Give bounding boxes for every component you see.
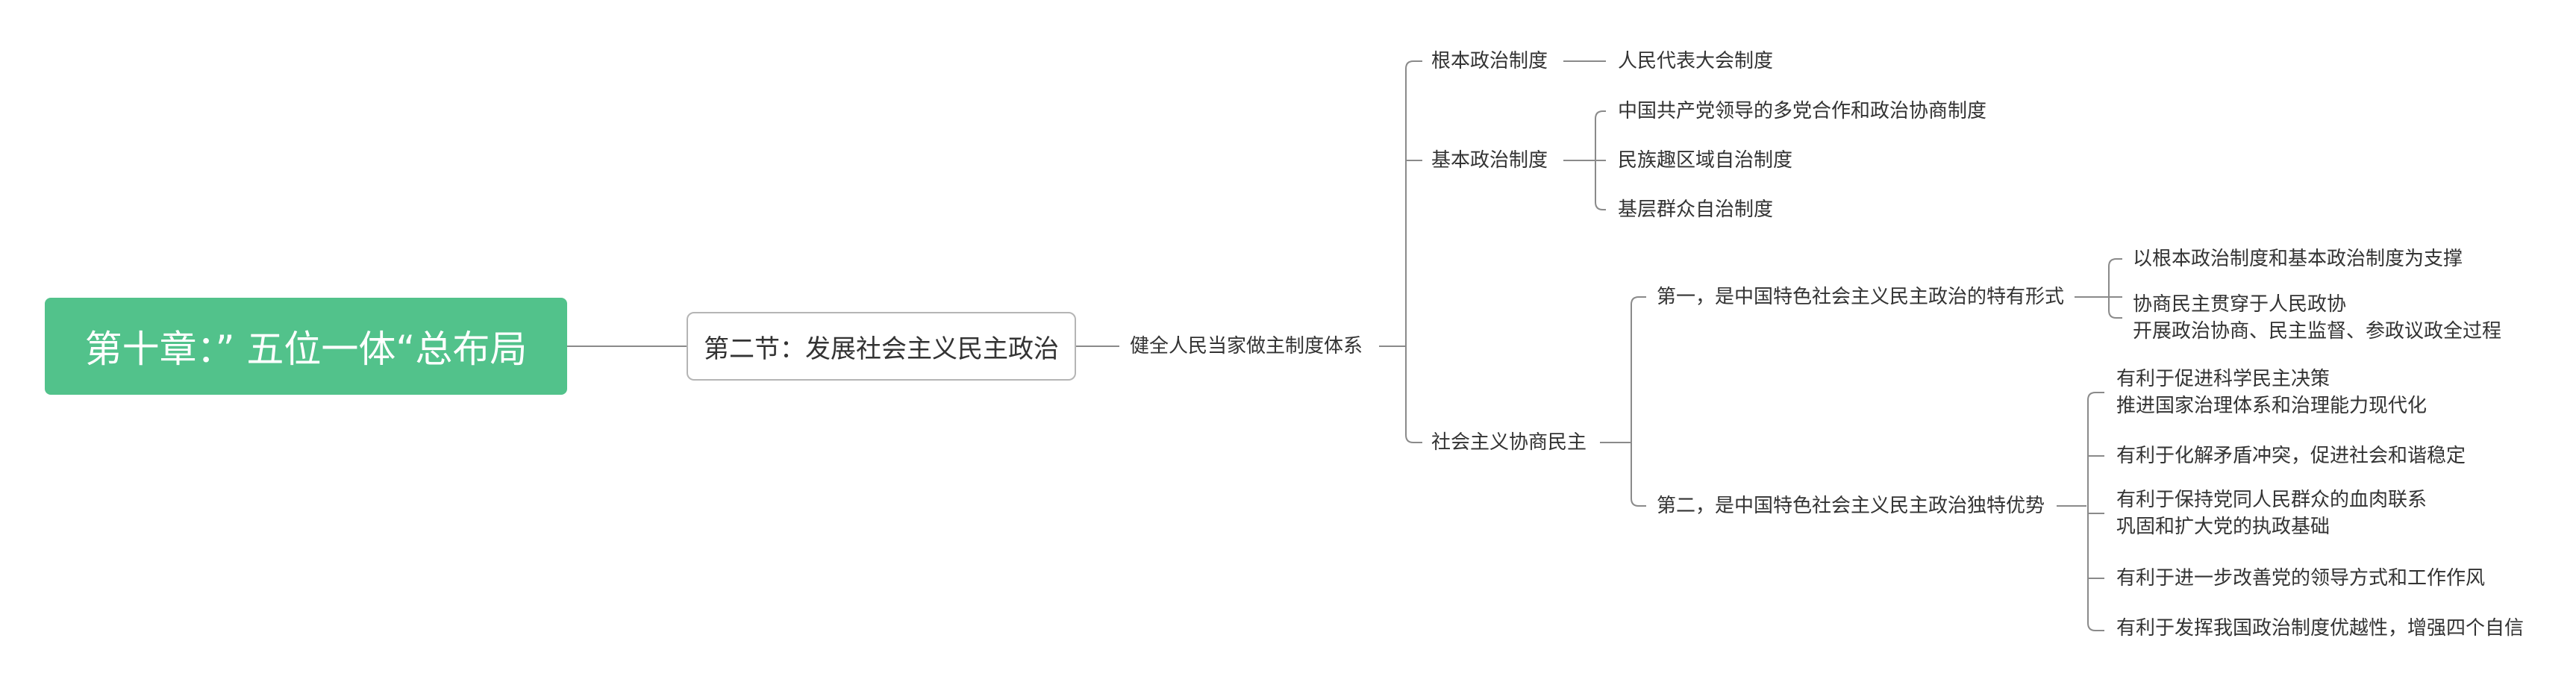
second-child-node[interactable]: 有利于进一步改善党的领导方式和工作作风	[2116, 565, 2485, 592]
second-child-line: 推进国家治理体系和治理能力现代化	[2116, 395, 2427, 417]
basic-child-node[interactable]: 基层群众自治制度	[1618, 198, 1774, 221]
first-child-line: 以根本政治制度和基本政治制度为支撑	[2133, 248, 2463, 270]
consultative-node[interactable]: 社会主义协商民主	[1431, 431, 1587, 454]
second-child-line: 有利于进一步改善党的领导方式和工作作风	[2116, 567, 2486, 590]
consultative-first-node[interactable]: 第一，是中国特色社会主义民主政治的特有形式	[1657, 286, 2065, 308]
root-node[interactable]: 第十章：” 五位一体“总布局	[45, 298, 567, 395]
second-child-line: 有利于发挥我国政治制度优越性，增强四个自信	[2116, 617, 2525, 640]
section-node[interactable]: 第二节：发展社会主义民主政治	[687, 312, 1076, 381]
first-child-node[interactable]: 协商民主贯穿于人民政协 开展政治协商、民主监督、参政议政全过程	[2133, 291, 2501, 345]
first-child-line: 协商民主贯穿于人民政协	[2133, 293, 2347, 316]
second-child-line: 有利于化解矛盾冲突，促进社会和谐稳定	[2116, 445, 2466, 467]
second-child-node[interactable]: 有利于保持党同人民群众的血肉联系 巩固和扩大党的执政基础	[2116, 487, 2427, 540]
consultative-second-node[interactable]: 第二，是中国特色社会主义民主政治独特优势	[1657, 495, 2045, 517]
bracket-first-children	[2075, 258, 2122, 319]
basic-node[interactable]: 基本政治制度	[1431, 149, 1548, 172]
first-child-line: 开展政治协商、民主监督、参政议政全过程	[2133, 320, 2502, 343]
first-child-node[interactable]: 以根本政治制度和基本政治制度为支撑	[2133, 246, 2463, 272]
basic-child-node[interactable]: 中国共产党领导的多党合作和政治协商制度	[1618, 100, 1987, 122]
second-child-line: 巩固和扩大党的执政基础	[2116, 516, 2330, 538]
second-child-node[interactable]: 有利于促进科学民主决策 推进国家治理体系和治理能力现代化	[2116, 366, 2427, 419]
bracket-system-children	[1405, 60, 1422, 443]
system-node[interactable]: 健全人民当家做主制度体系	[1130, 335, 1363, 357]
second-child-node[interactable]: 有利于化解矛盾冲突，促进社会和谐稳定	[2116, 443, 2466, 469]
fundamental-node[interactable]: 根本政治制度	[1431, 50, 1548, 72]
second-child-node[interactable]: 有利于发挥我国政治制度优越性，增强四个自信	[2116, 615, 2524, 642]
bracket-consultative-children	[1600, 296, 1646, 507]
second-child-line: 有利于促进科学民主决策	[2116, 368, 2330, 390]
basic-child-node[interactable]: 民族趣区域自治制度	[1618, 149, 1793, 172]
second-child-line: 有利于保持党同人民群众的血肉联系	[2116, 489, 2427, 511]
bracket-basic-children	[1563, 110, 1606, 210]
fundamental-child-node[interactable]: 人民代表大会制度	[1618, 50, 1774, 72]
bracket-second-children	[2057, 392, 2104, 631]
